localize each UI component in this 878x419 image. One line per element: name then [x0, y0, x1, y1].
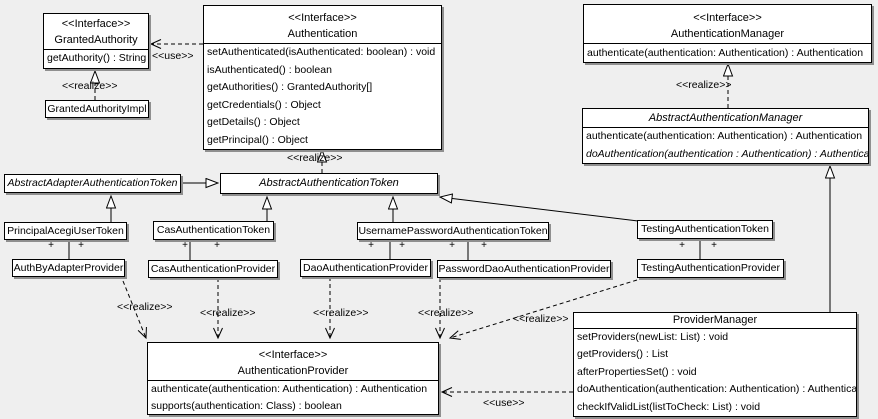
- class-authentication: <<Interface>> Authentication setAuthenti…: [203, 5, 442, 150]
- association-end-plus: +: [48, 240, 54, 251]
- stereotype-label: <<Interface>>: [693, 12, 762, 24]
- realize-label: <<realize>>: [287, 152, 343, 164]
- class-name: AuthenticationManager: [670, 28, 785, 40]
- class-testing-authentication-token: TestingAuthenticationToken: [637, 220, 773, 239]
- method-item: afterPropertiesSet() : void: [577, 365, 697, 378]
- class-principal-acegi-user-token: PrincipalAcegiUserToken: [4, 222, 127, 240]
- stereotype-label: <<Interface>>: [288, 12, 357, 24]
- realize-label: <<realize>>: [313, 307, 369, 319]
- class-name: PasswordDaoAuthenticationProvider: [438, 263, 610, 275]
- realize-label: <<realize>>: [513, 313, 569, 325]
- association-end-plus: +: [481, 240, 487, 251]
- class-auth-by-adapter-provider: AuthByAdapterProvider: [12, 259, 125, 277]
- method-item: isAuthenticated() : boolean: [207, 63, 332, 76]
- class-name: AbstractAuthenticationToken: [259, 177, 399, 189]
- class-name: PrincipalAcegiUserToken: [7, 225, 124, 237]
- method-item: setAuthenticated(isAuthenticated: boolea…: [207, 46, 436, 58]
- method-item: getPrincipal() : Object: [207, 133, 308, 146]
- class-name: GrantedAuthorityImpl: [47, 103, 147, 115]
- use-label: <<use>>: [483, 397, 525, 409]
- realize-label: <<realize>>: [62, 80, 118, 92]
- association-end-plus: +: [78, 240, 84, 251]
- edge-realize-authbyadapter-provider: [122, 280, 147, 340]
- association-end-plus: +: [368, 240, 374, 251]
- method-item: getCredentials() : Object: [207, 98, 321, 111]
- edge-realize-testing-provider: [448, 279, 638, 340]
- association-end-plus: +: [399, 240, 405, 251]
- class-granted-authority-impl: GrantedAuthorityImpl: [45, 100, 149, 118]
- method-item: checkIfValidList(listToCheck: List) : vo…: [577, 400, 761, 413]
- class-authentication-provider: <<Interface>> AuthenticationProvider aut…: [147, 342, 439, 415]
- method-item: authenticate(authentication: Authenticat…: [151, 383, 428, 395]
- class-abstract-authentication-manager: AbstractAuthenticationManager authentica…: [582, 108, 869, 164]
- class-name: CasAuthenticationToken: [156, 224, 271, 236]
- class-password-dao-authentication-provider: PasswordDaoAuthenticationProvider: [437, 260, 611, 278]
- class-name: CasAuthenticationProvider: [150, 263, 276, 275]
- class-name: ProviderManager: [672, 314, 758, 326]
- association-end-plus: +: [182, 240, 188, 251]
- method-item: setProviders(newList: List) : void: [577, 331, 729, 343]
- class-abstract-authentication-token: AbstractAuthenticationToken: [220, 173, 438, 194]
- class-dao-authentication-provider: DaoAuthenticationProvider: [300, 259, 431, 277]
- realize-label: <<realize>>: [676, 79, 732, 91]
- class-name: GrantedAuthority: [54, 34, 138, 46]
- class-authentication-manager: <<Interface>> AuthenticationManager auth…: [583, 4, 872, 63]
- class-granted-authority: <<Interface>> GrantedAuthority getAuthor…: [43, 13, 149, 69]
- class-cas-authentication-provider: CasAuthenticationProvider: [148, 260, 278, 278]
- class-name: AbstractAuthenticationManager: [648, 112, 803, 124]
- association-end-plus: +: [214, 240, 220, 251]
- class-cas-authentication-token: CasAuthenticationToken: [153, 221, 274, 240]
- class-abstract-adapter-authentication-token: AbstractAdapterAuthenticationToken: [4, 174, 181, 193]
- class-testing-authentication-provider: TestingAuthenticationProvider: [637, 259, 784, 278]
- method-item: getAuthority() : String: [47, 52, 147, 64]
- method-item: doAuthentication(authentication : Authen…: [586, 147, 868, 160]
- class-name: AuthByAdapterProvider: [13, 262, 124, 274]
- method-item: supports(authentication: Class) : boolea…: [151, 399, 342, 412]
- class-name: AuthenticationProvider: [237, 365, 349, 377]
- class-provider-manager: ProviderManager setProviders(newList: Li…: [573, 312, 857, 417]
- class-name: TestingAuthenticationToken: [641, 223, 769, 235]
- method-item: doAuthentication(authentication: Authent…: [577, 383, 856, 396]
- realize-label: <<realize>>: [117, 301, 173, 313]
- association-end-plus: +: [679, 240, 685, 251]
- class-username-password-authentication-token: UsernamePasswordAuthenticationToken: [357, 222, 549, 240]
- method-item: getDetails() : Object: [207, 116, 300, 128]
- method-item: getProviders() : List: [577, 348, 669, 361]
- association-end-plus: +: [449, 240, 455, 251]
- method-item: authenticate(authentication: Authenticat…: [587, 47, 864, 59]
- class-name: AbstractAdapterAuthenticationToken: [7, 177, 178, 189]
- class-name: DaoAuthenticationProvider: [303, 262, 428, 274]
- edge-gen-testing-token: [440, 197, 639, 222]
- association-end-plus: +: [711, 240, 717, 251]
- class-name: TestingAuthenticationProvider: [641, 262, 780, 274]
- use-label: <<use>>: [152, 50, 194, 62]
- stereotype-label: <<Interface>>: [61, 18, 131, 30]
- stereotype-label: <<Interface>>: [258, 349, 328, 361]
- method-item: authenticate(authentication: Authenticat…: [586, 130, 863, 142]
- class-name: UsernamePasswordAuthenticationToken: [358, 225, 548, 237]
- method-item: getAuthorities() : GrantedAuthority[]: [207, 81, 373, 93]
- class-name: Authentication: [287, 28, 358, 40]
- realize-label: <<realize>>: [418, 307, 474, 319]
- realize-label: <<realize>>: [200, 307, 256, 319]
